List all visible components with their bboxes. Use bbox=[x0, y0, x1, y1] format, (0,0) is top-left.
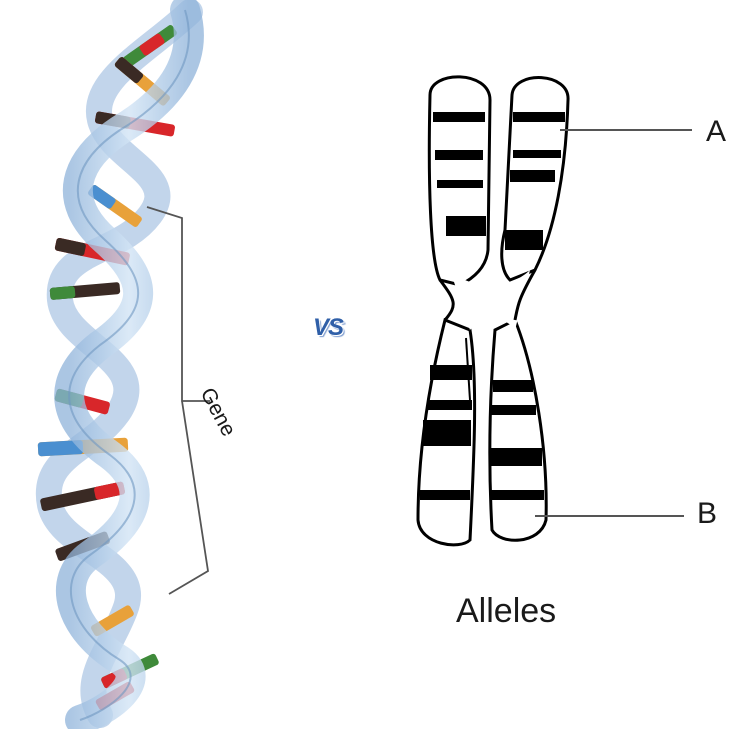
alleles-caption: Alleles bbox=[456, 592, 556, 631]
allele-label-b: B bbox=[697, 497, 717, 531]
chromatid-right-lower bbox=[490, 320, 546, 540]
centromere bbox=[450, 270, 530, 330]
allele-label-a: A bbox=[706, 115, 726, 149]
vs-label: VS bbox=[313, 314, 343, 342]
